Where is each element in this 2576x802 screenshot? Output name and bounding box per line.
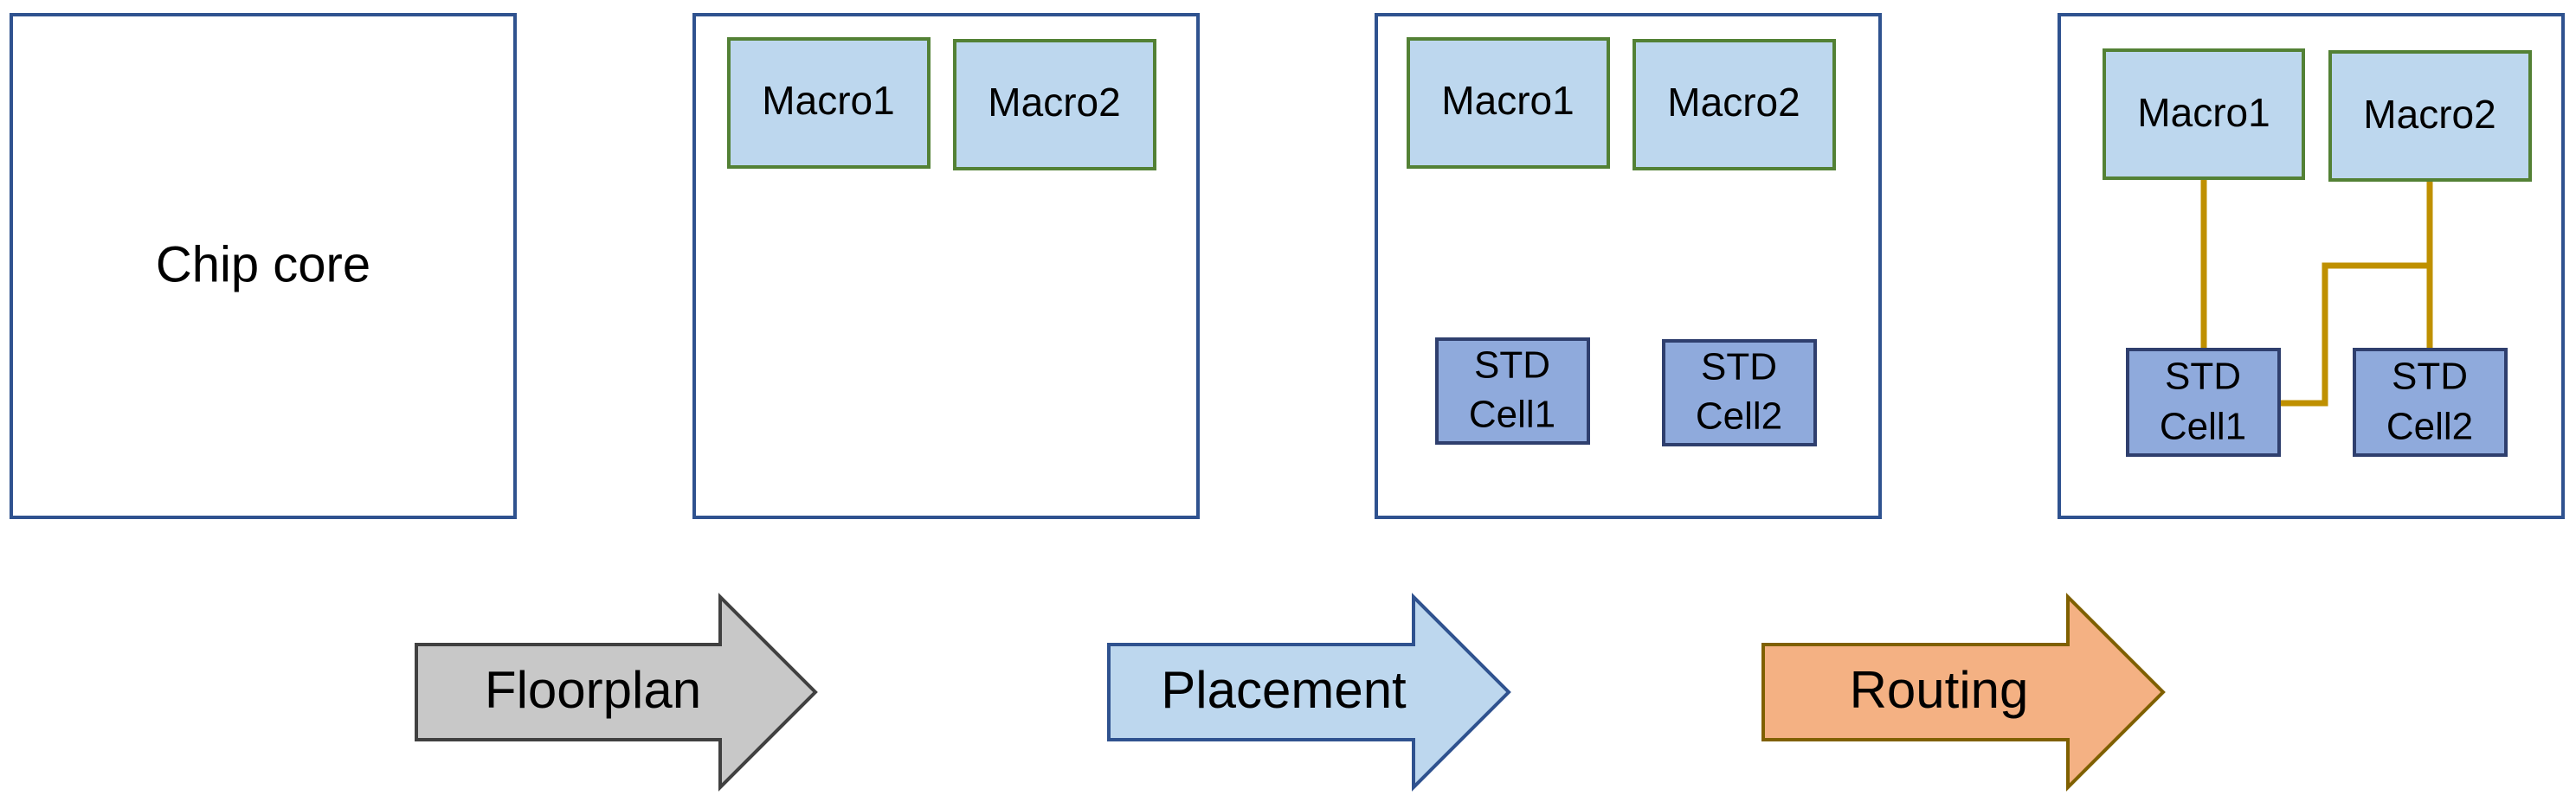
std-cell1-label-line2: Cell1 <box>1469 394 1555 436</box>
chip-core-panel <box>10 13 517 519</box>
placement-step-label: Placement <box>1161 661 1407 719</box>
stage-chip-core: Chip core <box>10 13 517 519</box>
std-cell2-label-line2: Cell2 <box>1696 395 1782 438</box>
std-cell1-label-line1: STD <box>1474 344 1550 387</box>
floorplan-step-arrow: Floorplan <box>415 593 818 792</box>
macro1-label: Macro1 <box>2137 90 2270 135</box>
macro1-label: Macro1 <box>762 78 894 123</box>
floorplan-step-label: Floorplan <box>485 661 701 719</box>
macro2-label: Macro2 <box>988 80 1120 125</box>
macro1-label: Macro1 <box>1441 78 1574 123</box>
stage-routing-result: Macro1 Macro2 STD Cell1 STD Cell2 <box>2058 13 2565 519</box>
macro1-block <box>2103 48 2305 180</box>
stage-placement-result: Macro1 Macro2 STD Cell1 STD Cell2 <box>1375 13 1882 519</box>
chip-core-label: Chip core <box>156 236 370 292</box>
macro1-block <box>727 37 931 169</box>
std-cell1-block <box>1435 337 1590 445</box>
std-cell2-label-line1: STD <box>2392 356 2468 398</box>
std-cell2-label-line2: Cell2 <box>2386 406 2473 448</box>
floorplan-arrow-shape <box>415 593 818 792</box>
routing-step-label: Routing <box>1850 661 2029 719</box>
std-cell1-label-line1: STD <box>2165 356 2241 398</box>
macro2-block <box>2328 50 2532 182</box>
placement-step-arrow: Placement <box>1107 593 1511 792</box>
stage-floorplan-result: Macro1 Macro2 <box>692 13 1200 519</box>
std-cell2-label-line1: STD <box>1701 346 1777 388</box>
macro2-block <box>953 39 1156 170</box>
std-cell1-label-line2: Cell1 <box>2160 406 2246 448</box>
routing-arrow-shape <box>1761 593 2166 792</box>
std-cell2-block <box>2353 348 2508 457</box>
placement-arrow-shape <box>1107 593 1511 792</box>
macro2-block <box>1633 39 1836 170</box>
macro2-label: Macro2 <box>1667 80 1800 125</box>
std-cell1-block <box>2126 348 2281 457</box>
macro1-block <box>1407 37 1610 169</box>
macro2-label: Macro2 <box>2363 92 2496 137</box>
std-cell2-block <box>1662 339 1817 446</box>
route-wire-cell1-macro2 <box>2279 262 2430 407</box>
routing-step-arrow: Routing <box>1761 593 2166 792</box>
